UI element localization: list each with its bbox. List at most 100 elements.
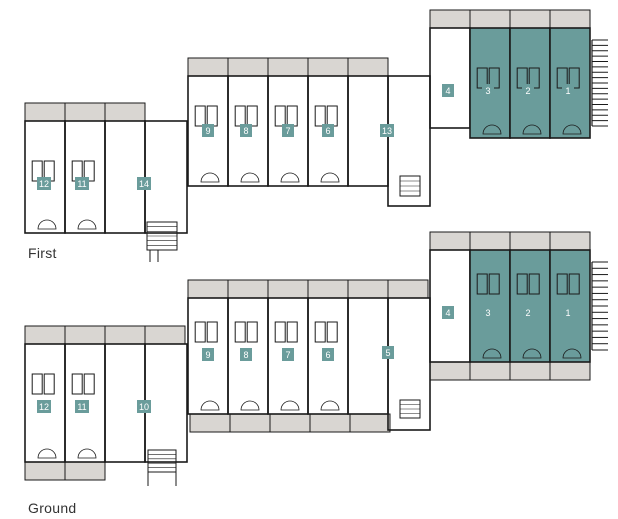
unit-number-badge-bg (382, 346, 394, 359)
bathroom (71, 373, 83, 395)
unit-badge-2: 2 (522, 84, 534, 97)
unit-highlight (510, 28, 550, 138)
unit-badge-4: 4 (442, 306, 454, 319)
unit-badge-7: 7 (282, 348, 294, 361)
bathroom (286, 321, 298, 343)
first-floor-label: First (28, 245, 57, 261)
unit-number-text: 1 (565, 86, 570, 96)
door-swing (86, 219, 97, 230)
unit-number-badge-bg (240, 124, 252, 137)
bathroom (274, 105, 286, 127)
terrace (229, 413, 271, 433)
unit-11: 11 (64, 343, 106, 463)
stairs (399, 399, 421, 419)
unit-badge-9: 9 (202, 348, 214, 361)
unit-number-badge-bg (282, 124, 294, 137)
stairs (147, 449, 177, 473)
door-swing (522, 348, 533, 359)
unit-2: 2 (509, 27, 551, 139)
unit-number-text: 11 (77, 179, 86, 189)
unit-number-badge-bg (380, 124, 394, 137)
terrace (267, 57, 309, 77)
terrace (104, 102, 146, 122)
unit-number-badge-bg (75, 400, 89, 413)
terrace (269, 413, 311, 433)
unit-number-text: 11 (77, 402, 86, 412)
ground-floor-label: Ground (28, 500, 77, 516)
unit-number-text: 12 (39, 402, 49, 412)
unit-12: 12 (24, 120, 66, 234)
unit-number-badge-bg (202, 124, 214, 137)
unit-8: 8 (227, 297, 269, 415)
door-swing (249, 172, 260, 183)
door-swing (320, 172, 331, 183)
door-swing (240, 172, 251, 183)
bathroom (326, 321, 338, 343)
bathroom (206, 321, 218, 343)
unit-number-text: 7 (285, 350, 290, 360)
door-swing (329, 172, 340, 183)
unit-12: 12 (24, 343, 66, 463)
unit-number-badge-bg (282, 348, 294, 361)
terrace (24, 102, 66, 122)
door-swing (37, 448, 48, 459)
terrace (509, 361, 551, 381)
unit-number-text: 8 (243, 350, 248, 360)
bathroom (83, 160, 95, 182)
door-swing (531, 348, 542, 359)
door-swing (86, 448, 97, 459)
terrace (267, 279, 309, 299)
unit-badge-11: 11 (75, 177, 89, 190)
unit-number-text: 4 (445, 86, 450, 96)
door-swing (249, 400, 260, 411)
unit-badge-3: 3 (482, 306, 494, 319)
bathroom (314, 321, 326, 343)
unit-number-text: 14 (139, 179, 149, 189)
unit-2: 2 (509, 249, 551, 363)
unit-number-text: 1 (565, 308, 570, 318)
terrace (309, 413, 351, 433)
terrace (549, 231, 591, 251)
unit-number-badge-bg (37, 400, 51, 413)
bathroom (246, 321, 258, 343)
stairs (399, 175, 421, 197)
unit-badge-11: 11 (75, 400, 89, 413)
balcony-fins (591, 261, 608, 351)
bathroom (516, 273, 528, 295)
unit-number-text: 10 (139, 402, 149, 412)
bathroom (488, 273, 500, 295)
unit-number-text: 2 (525, 86, 530, 96)
terrace (64, 102, 106, 122)
door-swing (522, 124, 533, 135)
unit-number-badge-bg (522, 306, 534, 319)
unit-number-badge-bg (442, 306, 454, 319)
terrace (347, 57, 389, 77)
unit-badge-7: 7 (282, 124, 294, 137)
unit-3: 3 (469, 249, 511, 363)
unit-7: 7 (267, 75, 309, 187)
terrace (429, 9, 471, 29)
door-swing (240, 400, 251, 411)
unit-10 (144, 343, 188, 463)
terrace (24, 461, 66, 481)
unit-5 (387, 297, 431, 431)
terrace (429, 231, 471, 251)
unit-badge-12: 12 (37, 400, 51, 413)
unit-number-text: 2 (525, 308, 530, 318)
unit-badge-8: 8 (240, 124, 252, 137)
unit-3: 3 (469, 27, 511, 139)
terrace (469, 361, 511, 381)
door-swing (482, 124, 493, 135)
door-swing (209, 172, 220, 183)
unit-number-badge-bg (442, 84, 454, 97)
terrace (347, 279, 389, 299)
unit-badge-14: 14 (137, 177, 151, 190)
unit-number-text: 12 (39, 179, 49, 189)
terrace (469, 231, 511, 251)
unit-badge-12: 12 (37, 177, 51, 190)
door-swing (531, 124, 542, 135)
terrace (549, 361, 591, 381)
unit-number-badge-bg (522, 84, 534, 97)
unit-number-text: 3 (485, 308, 490, 318)
